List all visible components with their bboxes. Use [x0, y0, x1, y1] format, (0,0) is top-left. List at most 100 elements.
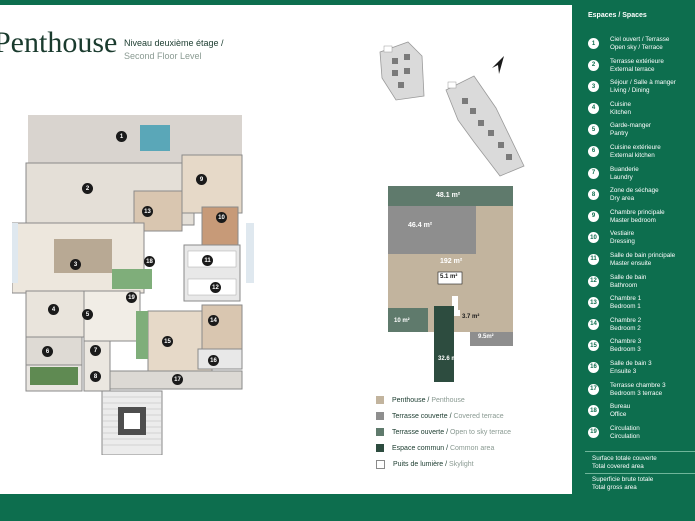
legend-item: Espace commun / Common area [376, 440, 511, 456]
legend-item: Penthouse / Penthouse [376, 392, 511, 408]
legend-item: Puits de lumière / Skylight [376, 456, 511, 472]
space-number: 10 [588, 232, 599, 244]
total-gross-fr: Superficie brute totale [592, 476, 654, 483]
plan-marker-18: 18 [144, 256, 155, 267]
space-number: 5 [588, 124, 599, 136]
sidebar-header: Espaces / Spaces [588, 12, 647, 19]
top-band [0, 0, 695, 5]
space-number: 1 [588, 38, 599, 49]
space-name-fr: Salle de bain [610, 273, 647, 281]
total-gross-en: Total gross area [592, 484, 637, 491]
legend-label-fr: Terrasse couverte [392, 412, 448, 420]
legend-swatch [376, 428, 384, 436]
space-name-fr: Vestiaire [610, 230, 635, 238]
legend-label-en: Skylight [449, 460, 474, 468]
space-name-en: Dressing [610, 238, 635, 246]
space-name-fr: Garde-manger [610, 122, 651, 130]
area-label-3-7: 3.7 m² [462, 314, 480, 320]
page-title: Penthouse [0, 26, 118, 59]
bottom-band [0, 494, 695, 521]
space-number: 19 [588, 426, 599, 438]
space-number: 11 [588, 253, 599, 265]
plan-marker-17: 17 [172, 374, 183, 385]
area-label-5-1: 5.1 m² [440, 274, 458, 280]
space-number: 7 [588, 167, 599, 179]
space-name-en: Bedroom 3 terrace [610, 389, 663, 397]
plan-marker-4: 4 [48, 304, 59, 315]
plan-marker-15: 15 [162, 336, 173, 347]
space-name-fr: Terrasse extérieure [610, 57, 664, 65]
space-name-fr: Séjour / Salle à manger [610, 79, 676, 87]
plan-marker-2: 2 [82, 183, 93, 194]
space-name-fr: Salle de bain 3 [610, 359, 652, 367]
space-name-en: Dry area [610, 195, 635, 203]
space-name-en: External kitchen [610, 151, 655, 159]
legend-item: Terrasse ouverte / Open to sky terrace [376, 424, 511, 440]
space-name-fr: Ciel ouvert / Terrasse [610, 36, 670, 43]
level-label-fr: Niveau deuxième étage / [124, 38, 224, 48]
space-name-fr: Chambre 2 [610, 316, 642, 324]
level-label-en: Second Floor Level [124, 51, 202, 61]
site-key-plan [379, 41, 525, 177]
space-name-en: Bathroom [610, 281, 638, 289]
space-name-en: Pantry [610, 130, 629, 138]
plan-marker-7: 7 [90, 345, 101, 356]
legend-swatch [376, 444, 384, 452]
legend-label-en: Penthouse [431, 396, 465, 404]
space-name-fr: Zone de séchage [610, 187, 659, 195]
space-name-fr: Chambre principale [610, 208, 665, 216]
total-covered-fr: Surface totale couverte [592, 455, 657, 462]
legend-label-fr: Terrasse ouverte [392, 428, 445, 436]
space-name-en: Living / Dining [610, 87, 650, 95]
space-number: 3 [588, 81, 599, 93]
plan-marker-11: 11 [202, 255, 213, 266]
total-covered-en: Total covered area [592, 463, 644, 470]
space-name-fr: Chambre 1 [610, 295, 642, 303]
area-label-192: 192 m² [440, 258, 463, 265]
space-number: 15 [588, 340, 599, 352]
space-name-en: Bedroom 2 [610, 324, 641, 332]
space-number: 16 [588, 361, 599, 373]
plan-marker-10: 10 [216, 212, 227, 223]
space-name-fr: Buanderie [610, 165, 639, 173]
plan-marker-3: 3 [70, 259, 81, 270]
legend-swatch [376, 396, 384, 404]
space-name-en: Circulation [610, 432, 640, 440]
plan-marker-9: 9 [196, 174, 207, 185]
space-number: 12 [588, 275, 599, 287]
floor-plan: 1 2 3 4 5 6 7 8 9 10 11 12 13 14 15 16 1… [11, 115, 254, 456]
space-name-en: Master ensuite [610, 259, 652, 267]
total-gross-area: Superficie brute totale Total gross area [592, 476, 692, 492]
space-number: 17 [588, 383, 599, 395]
legend-item: Terrasse couverte / Covered terrace [376, 408, 511, 424]
space-name-fr: Salle de bain principale [610, 251, 676, 259]
space-name-en: Bedroom 3 [610, 346, 641, 354]
space-name-en: Master bedroom [610, 216, 656, 224]
plan-marker-16: 16 [208, 355, 219, 366]
space-name-fr: Terrasse chambre 3 [610, 381, 666, 389]
space-number: 6 [588, 145, 599, 157]
legend-label-fr: Espace commun [392, 444, 445, 452]
space-name-fr: Chambre 3 [610, 338, 642, 346]
legend-label-en: Open to sky terrace [449, 428, 512, 436]
space-number: 14 [588, 318, 599, 330]
north-arrow-icon [492, 56, 504, 74]
space-number: 4 [588, 102, 599, 114]
legend-swatch [376, 412, 384, 420]
plan-marker-19: 19 [126, 292, 137, 303]
